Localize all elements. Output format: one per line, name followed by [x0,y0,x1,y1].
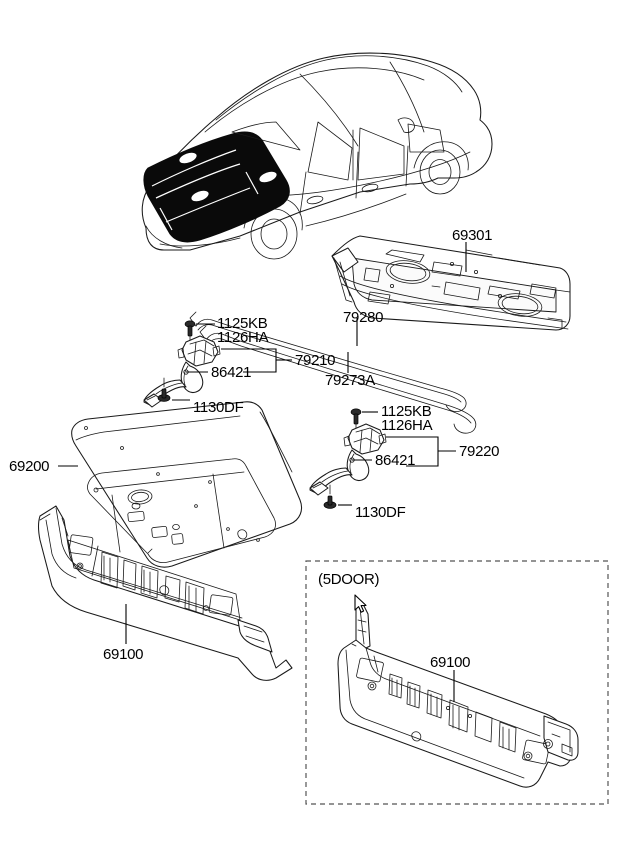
label-79273A: 79273A [325,372,375,389]
screw-right-1130DF [323,484,337,509]
leader-lines [58,242,467,702]
label-1125KB-right: 1125KB [381,403,432,420]
label-79280: 79280 [343,309,383,326]
part-79210-hinge-left [143,335,221,408]
vehicle-illustration [141,52,493,260]
mouse-cursor [354,594,367,613]
part-79220-hinge-right [309,423,387,496]
label-86421-left: 86421 [211,364,251,381]
label-69301: 69301 [452,227,492,244]
bolt-right-1125KB [350,408,362,429]
part-69100-back-panel-5door [337,601,579,788]
label-79210: 79210 [295,352,335,369]
part-69200-trunk-lid [71,401,303,568]
label-1126HA-left: 1126HA [217,329,269,346]
label-69200: 69200 [9,458,49,475]
label-86421-right: 86421 [375,452,415,469]
part-69301-package-tray [331,235,571,331]
label-69100-main: 69100 [103,646,143,663]
vehicle-trunk-lid-highlight [143,131,290,243]
inset-5door-border [305,560,609,805]
label-1130DF-left: 1130DF [193,399,244,416]
part-69100-back-panel [37,505,293,681]
bolt-left-1125KB [184,320,196,341]
label-69100-5door: 69100 [430,654,470,671]
label-5door-inset-title: (5DOOR) [318,571,380,588]
label-1130DF-right: 1130DF [355,504,406,521]
label-1126HA-right: 1126HA [381,417,433,434]
label-79220: 79220 [459,443,499,460]
label-1125KB-left: 1125KB [217,315,268,332]
screw-left-1130DF [157,377,171,402]
